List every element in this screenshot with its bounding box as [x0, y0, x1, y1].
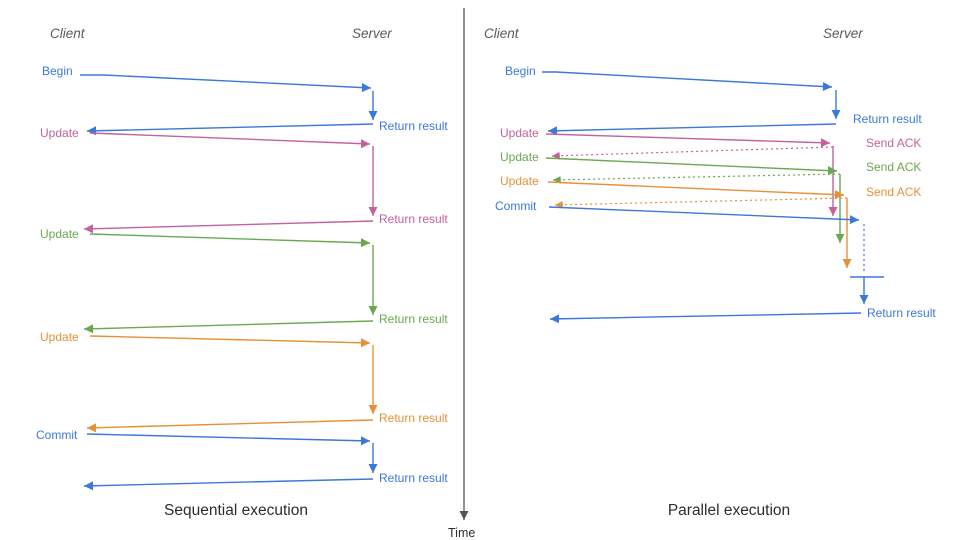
left-update1-label: Update — [40, 126, 79, 140]
commit-response-arrow — [549, 312, 862, 324]
left-update3-return-label: Return result — [379, 411, 448, 425]
left-commit-label: Commit — [36, 428, 78, 442]
update3-request-arrow — [547, 181, 845, 200]
update2-request-arrow — [89, 233, 371, 248]
commit-request-arrow — [548, 206, 860, 225]
left-update1-return-label: Return result — [379, 212, 448, 226]
left-begin-label: Begin — [42, 64, 73, 78]
update3-ack-arrow — [554, 197, 848, 209]
right-commit-return-label: Return result — [867, 306, 936, 320]
commit-request-arrow — [86, 433, 371, 446]
update1-ack-arrow — [551, 146, 834, 160]
begin-request-arrow — [80, 74, 372, 93]
parallel-execution-caption: Parallel execution — [667, 502, 791, 519]
left-client-label: Client — [50, 26, 85, 41]
left-update3-label: Update — [40, 330, 79, 344]
right-update2-ack-label: Send ACK — [866, 160, 922, 174]
update2-ack-arrow — [552, 173, 841, 184]
update3-request-arrow — [89, 335, 371, 348]
commit-response-arrow — [83, 478, 374, 491]
update3-response-arrow — [86, 419, 374, 433]
right-server-label: Server — [823, 26, 863, 41]
parallel-diagram-arrows — [542, 71, 884, 324]
left-begin-return-label: Return result — [379, 119, 448, 133]
left-update2-return-label: Return result — [379, 312, 448, 326]
left-server-label: Server — [352, 26, 392, 41]
sequential-diagram-arrows — [80, 74, 378, 491]
update2-request-arrow — [545, 157, 838, 176]
right-update1-ack-label: Send ACK — [866, 136, 922, 150]
update1-request-arrow — [545, 133, 831, 148]
left-commit-return-label: Return result — [379, 471, 448, 485]
update2-response-arrow — [83, 320, 374, 334]
time-axis-label: Time — [448, 526, 476, 540]
right-begin-return-label: Return result — [853, 112, 922, 126]
right-begin-label: Begin — [505, 64, 536, 78]
right-commit-label: Commit — [495, 199, 537, 213]
right-update1-label: Update — [500, 126, 539, 140]
right-update3-label: Update — [500, 174, 539, 188]
update1-response-arrow — [83, 220, 374, 234]
left-update2-label: Update — [40, 227, 79, 241]
right-update3-ack-label: Send ACK — [866, 185, 922, 199]
begin-response-arrow — [86, 123, 374, 136]
sequential-execution-caption: Sequential execution — [164, 502, 308, 519]
begin-response-arrow — [547, 123, 837, 136]
begin-request-arrow — [542, 71, 833, 92]
right-update2-label: Update — [500, 150, 539, 164]
update1-request-arrow — [89, 132, 371, 149]
right-client-label: Client — [484, 26, 519, 41]
